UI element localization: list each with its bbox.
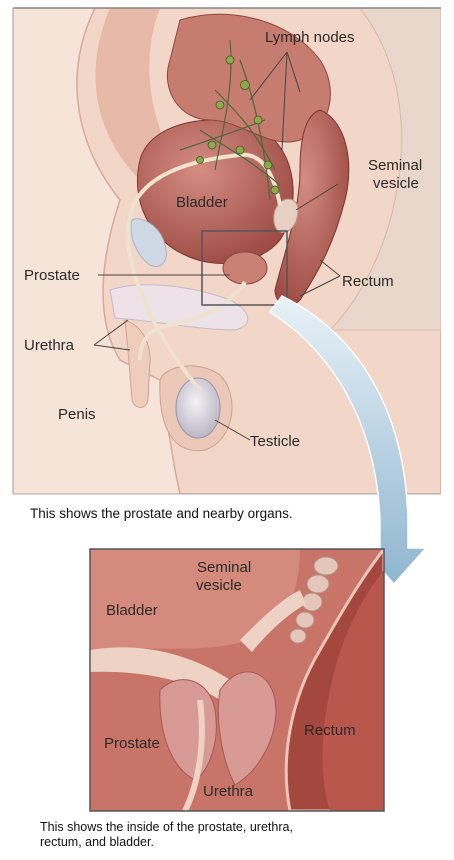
label-seminal-vesicle-1: Seminal [368, 157, 422, 174]
label-prostate: Prostate [24, 267, 80, 284]
caption-bottom-line2: rectum, and bladder. [40, 835, 440, 850]
inset-label-seminal-1: Seminal [197, 559, 251, 576]
label-penis: Penis [58, 406, 96, 423]
caption-bottom: This shows the inside of the prostate, u… [40, 820, 440, 850]
label-seminal-vesicle-2: vesicle [373, 175, 419, 192]
label-rectum: Rectum [342, 273, 394, 290]
label-urethra: Urethra [24, 337, 75, 354]
label-testicle: Testicle [250, 433, 300, 450]
inset-label-bladder: Bladder [106, 602, 158, 619]
inset-label-urethra: Urethra [203, 783, 254, 800]
inset-label-seminal-2: vesicle [196, 577, 242, 594]
prostate-organ [223, 252, 267, 284]
label-lymph-nodes: Lymph nodes [265, 29, 355, 46]
inset-label-prostate: Prostate [104, 735, 160, 752]
caption-top: This shows the prostate and nearby organ… [30, 506, 293, 521]
inset-label-rectum: Rectum [304, 722, 356, 739]
caption-bottom-line1: This shows the inside of the prostate, u… [40, 820, 440, 835]
label-bladder: Bladder [176, 194, 228, 211]
